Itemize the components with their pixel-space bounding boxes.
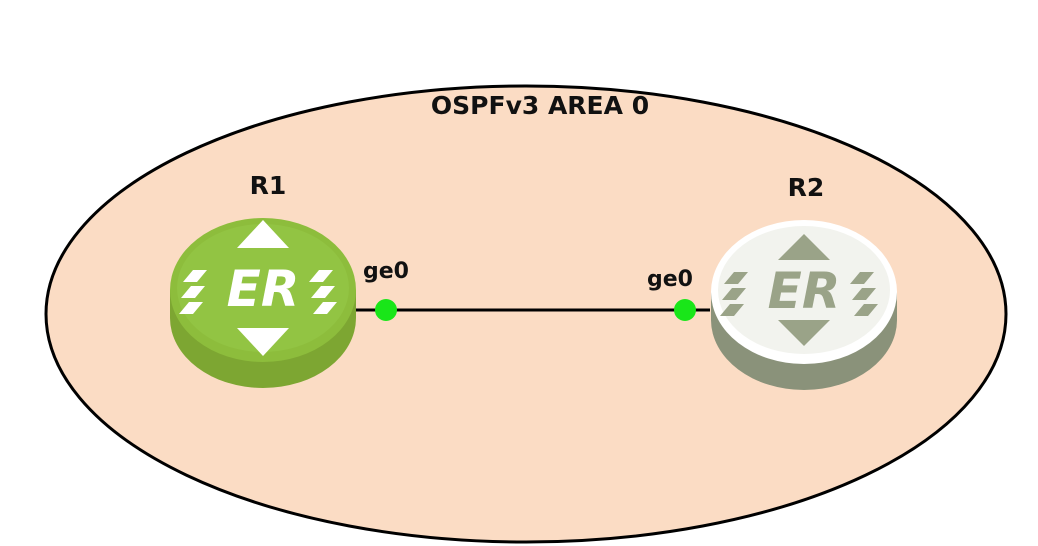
ospf-area-boundary — [44, 84, 1008, 544]
router-name-r2: R2 — [788, 173, 825, 202]
router-logo-text: ER — [227, 260, 300, 318]
router-name-r1: R1 — [250, 171, 287, 200]
interface-dot-r1[interactable] — [375, 299, 397, 321]
router-r1[interactable]: ER R1 — [170, 171, 356, 388]
router-r2[interactable]: ER R2 — [711, 173, 897, 390]
area-title: OSPFv3 AREA 0 — [431, 91, 649, 120]
interface-label-r1: ge0 — [363, 259, 409, 284]
router-icon: ER — [711, 220, 897, 390]
interface-label-r2: ge0 — [647, 267, 693, 292]
interface-dot-r2[interactable] — [674, 299, 696, 321]
router-logo-text: ER — [768, 262, 841, 320]
router-icon: ER — [170, 218, 356, 388]
